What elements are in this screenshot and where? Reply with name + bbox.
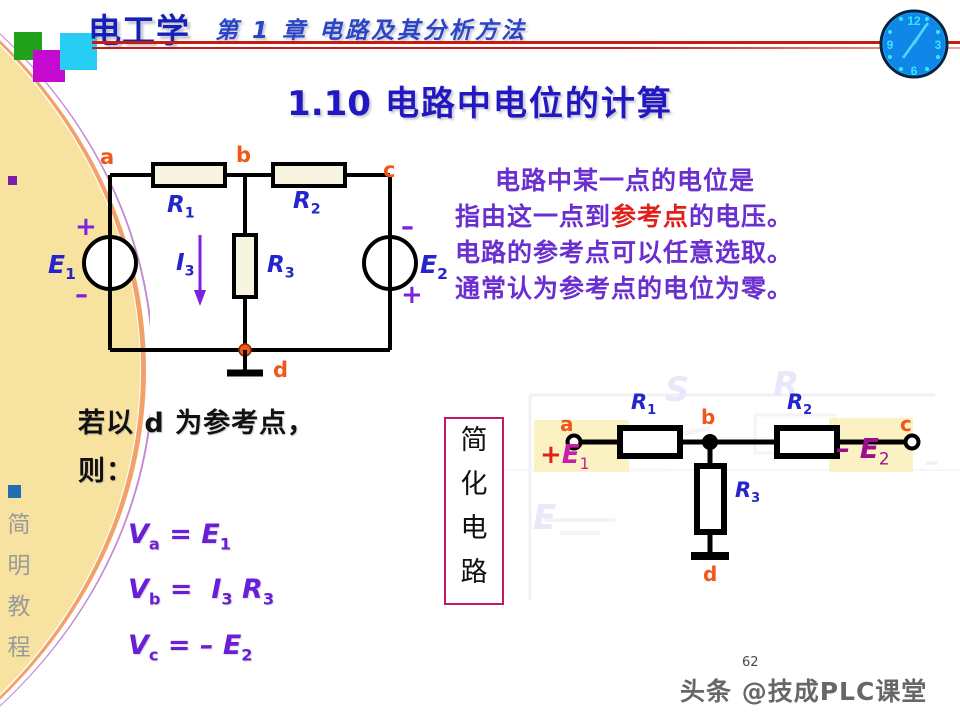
explanation-line-2: 指由这一点到参考点的电压。	[455, 199, 950, 235]
simp-resistor-r2-label: R2	[787, 390, 813, 419]
watermark-minus-sign: –	[925, 445, 939, 478]
slide-title-text: 电路中电位的计算	[384, 84, 673, 124]
formula-vb-r-sub: 3	[262, 589, 275, 609]
simp-char-0: 简	[460, 425, 488, 456]
main-e2-plus-sign: +	[401, 280, 423, 310]
formula-va: Va = E1	[128, 519, 231, 554]
sidebar-char-3: 程	[7, 635, 31, 661]
formula-vb: Vb = I3 R3	[128, 574, 275, 609]
formula-vc: Vc = – E2	[128, 629, 253, 665]
decor-square-magenta	[33, 50, 65, 82]
svg-text:3: 3	[935, 38, 942, 52]
watermark-resistor-label: R	[773, 365, 800, 405]
simp-r2-sub: 2	[803, 403, 813, 419]
header-banner: 电工学 第 1 章 电路及其分析方法	[0, 0, 960, 58]
simp-e2-symbol: E	[859, 432, 879, 465]
page-number: 62	[742, 655, 759, 670]
reference-point-note: 若以 d 为参考点， 则：	[78, 400, 408, 496]
simp-r1-sub: 1	[647, 403, 657, 419]
simplified-circuit-label-box: 简 化 电 路	[444, 417, 504, 605]
simp-node-c: c	[900, 412, 912, 436]
reference-note-line-2: 则：	[78, 456, 134, 487]
main-node-c: c	[383, 158, 396, 182]
simp-e2-sign: –	[836, 432, 850, 465]
main-e2-minus-sign: –	[401, 212, 414, 242]
formula-va-rhs-sub: 1	[219, 534, 231, 554]
slide-number: 1.10	[287, 84, 371, 124]
course-title: 电工学	[88, 11, 190, 50]
formula-va-sub: a	[148, 534, 160, 554]
main-e2-sub: 2	[437, 265, 448, 283]
main-node-d: d	[273, 358, 289, 382]
sidebar-vertical-label: 简 明 教 程	[5, 505, 33, 669]
main-r2-sub: 2	[310, 201, 321, 218]
main-r3-sub: 3	[284, 265, 295, 282]
footer-watermark: 头条 @技成PLC课堂	[680, 677, 928, 706]
clock-icon: 12 3 6 9	[876, 5, 952, 81]
formula-vc-e-sub: 2	[241, 645, 253, 665]
main-circuit-diagram: a b c d R1 R2 R3 I3 E1 + – E2 – +	[45, 140, 448, 405]
explanation-line-4: 通常认为参考点的电位为零。	[455, 274, 794, 303]
square-bullet-icon-top	[8, 176, 17, 185]
header-rule-primary	[92, 41, 960, 44]
explanation-text: 电路中某一点的电位是 指由这一点到参考点的电压。 电路的参考点可以任意选取。 通…	[455, 163, 950, 307]
explanation-line-2b: 的电压。	[689, 202, 794, 231]
simp-e1-sign: +	[540, 440, 562, 470]
simp-r3-sub: 3	[751, 491, 761, 507]
watermark-switch-label: S	[665, 370, 690, 410]
page-title: 1.10 电路中电位的计算	[0, 76, 960, 125]
sidebar-char-1: 明	[7, 553, 31, 579]
formula-vc-sub: c	[148, 645, 159, 665]
decor-square-cyan	[60, 33, 97, 70]
svg-text:9: 9	[887, 38, 894, 52]
simp-terminal-e2-label: – E2	[836, 432, 890, 469]
simp-char-1: 化	[460, 469, 488, 500]
chapter-title: 第 1 章 电路及其分析方法	[215, 18, 528, 44]
explanation-line-2a: 指由这一点到	[455, 202, 612, 231]
sidebar-char-0: 简	[7, 512, 31, 538]
svg-text:12: 12	[907, 14, 921, 28]
main-resistor-r2-label: R2	[293, 188, 321, 218]
simp-char-2: 电	[460, 513, 488, 544]
simp-node-d: d	[703, 562, 718, 586]
main-resistor-r1-label: R1	[167, 192, 195, 222]
explanation-line-3: 电路的参考点可以任意选取。	[455, 238, 794, 267]
main-e1-minus-sign: –	[75, 280, 88, 310]
main-e1-sub: 1	[65, 265, 76, 283]
sidebar-char-2: 教	[7, 594, 31, 620]
potential-formulas: Va = E1 Vb = I3 R3 Vc = – E2	[128, 512, 274, 678]
main-r1-sub: 1	[184, 205, 195, 222]
simp-e1-sub: 1	[579, 455, 590, 474]
simp-node-a: a	[560, 412, 574, 436]
simp-terminal-e1-label: +E1	[540, 440, 589, 473]
svg-text:6: 6	[911, 64, 918, 78]
main-source-e1-label: E1	[48, 250, 76, 283]
explanation-line-1: 电路中某一点的电位是	[495, 166, 756, 195]
header-rule-secondary	[92, 47, 960, 49]
watermark-source-label: E	[533, 498, 557, 538]
simp-node-b: b	[701, 405, 716, 429]
sidebar-decorative-band	[0, 0, 150, 720]
main-node-b: b	[236, 143, 252, 167]
main-resistor-r3-label: R3	[267, 252, 295, 282]
formula-vb-sub: b	[148, 589, 161, 609]
e2-terminal-highlight	[829, 418, 913, 472]
explanation-keyword: 参考点	[611, 202, 690, 231]
simplified-circuit-diagram: a b c d R1 R2 R3	[505, 370, 960, 610]
simp-resistor-r1-label: R1	[631, 390, 657, 419]
main-current-i3-label: I3	[176, 250, 195, 280]
reference-note-line-1: 若以 d 为参考点，	[78, 408, 316, 439]
simp-e1-symbol: E	[561, 440, 580, 470]
simp-char-3: 路	[460, 557, 488, 588]
main-i3-sub: 3	[184, 263, 195, 280]
formula-vb-i-sub: 3	[221, 589, 233, 609]
square-bullet-icon-bottom	[8, 485, 21, 498]
main-source-e2-label: E2	[420, 250, 448, 283]
simp-resistor-r3-label: R3	[735, 478, 761, 507]
main-e1-plus-sign: +	[75, 212, 97, 242]
main-node-a: a	[100, 145, 115, 169]
simp-e2-sub: 2	[878, 448, 890, 469]
